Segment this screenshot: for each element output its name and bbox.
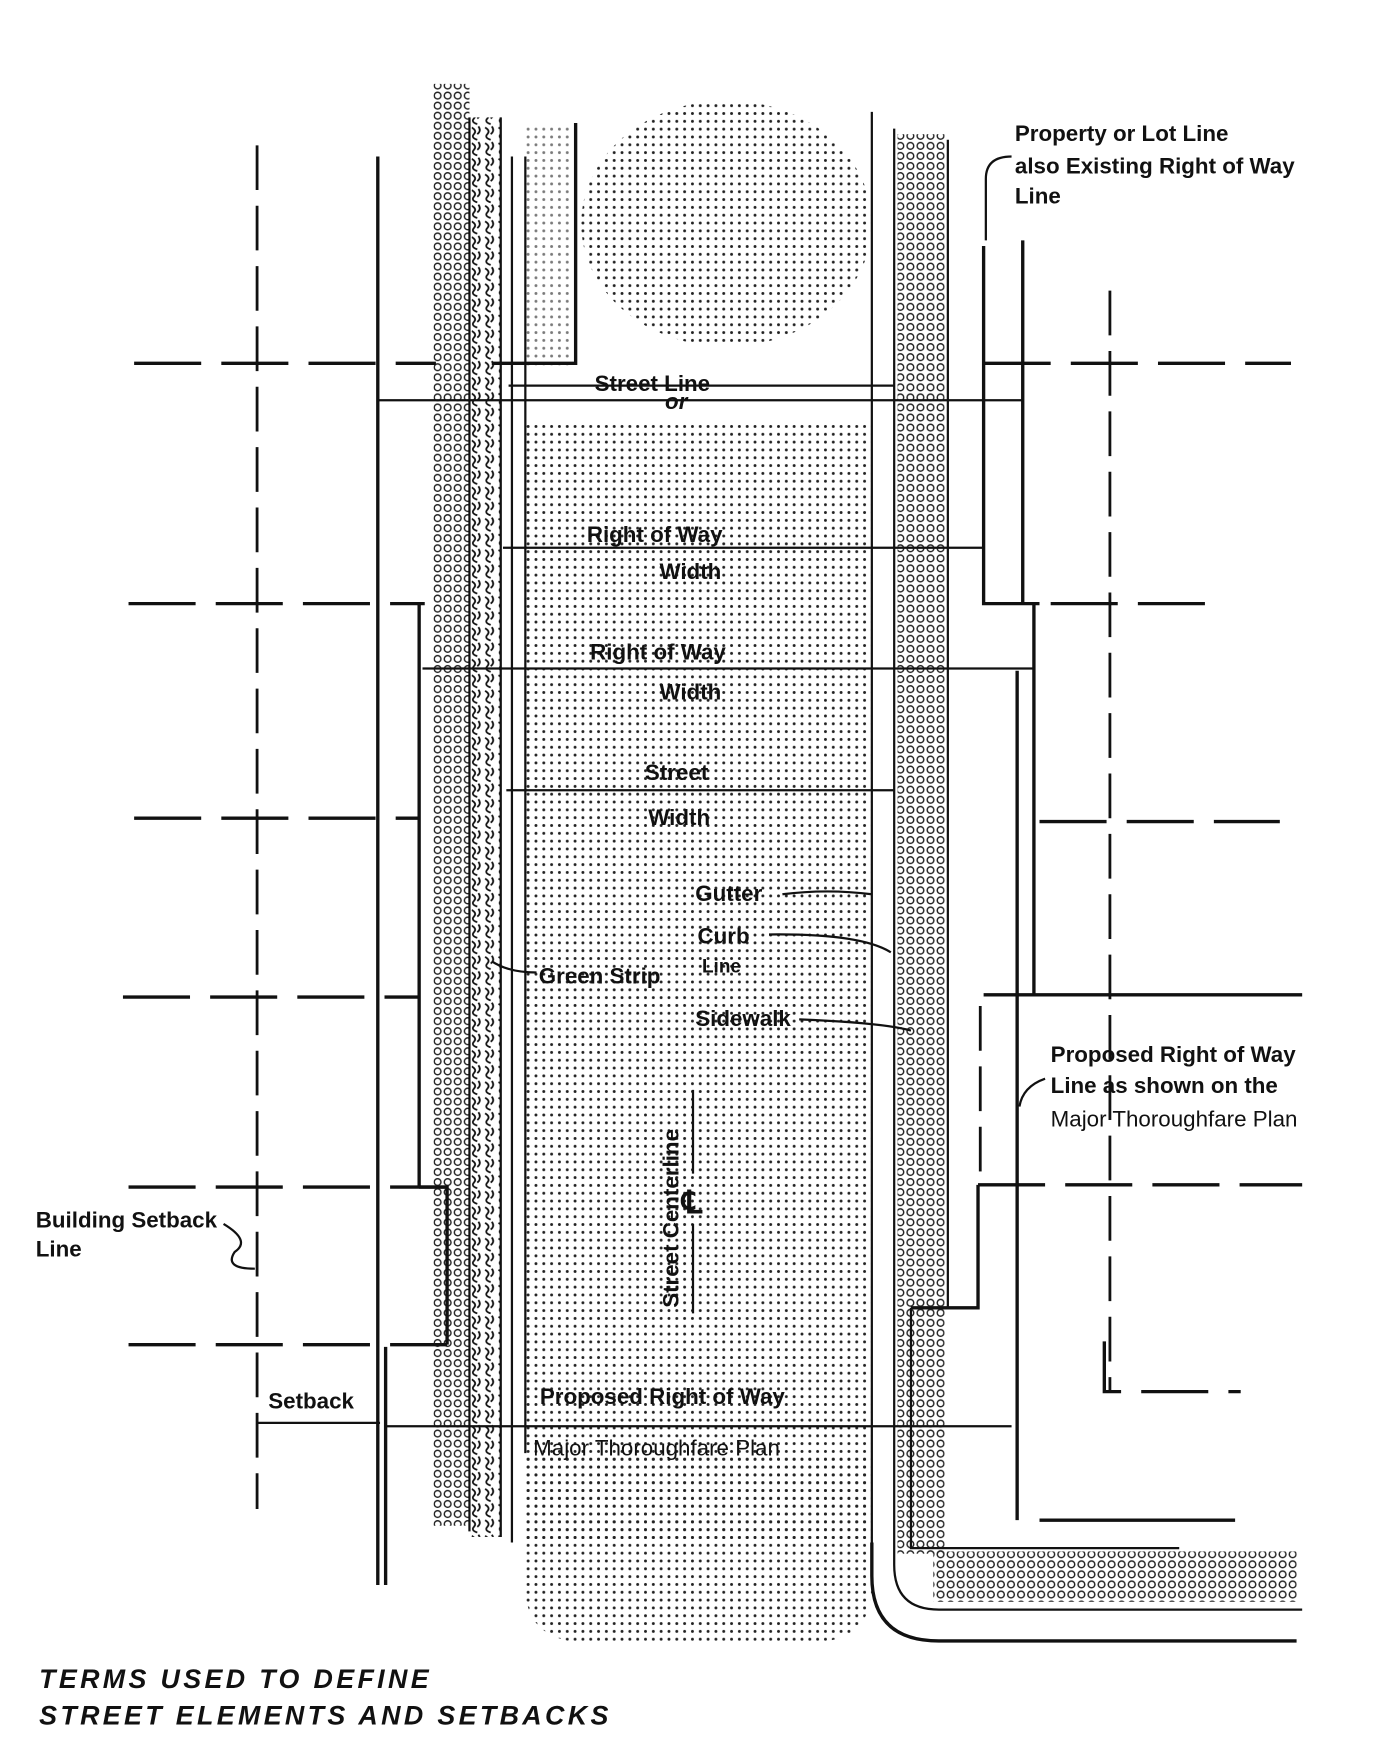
right-lot-lines — [978, 240, 1303, 1522]
property-line-label-2: also Existing Right of Way — [1015, 153, 1295, 178]
green-strip-label: Green Strip — [539, 964, 661, 989]
proposed-line-label-3: Major Thoroughfare Plan — [1051, 1107, 1298, 1132]
major-thoroughfare-label: Major Thoroughfare Plan — [533, 1435, 780, 1460]
curb-line-label-bottom: Line — [702, 956, 741, 977]
gutter-label: Gutter — [695, 881, 762, 906]
row-width-2-top: Right of Way — [590, 640, 726, 665]
row-width-2-bottom: Width — [659, 680, 721, 705]
roadway-surface — [525, 100, 872, 1644]
row-width-1-top: Right of Way — [587, 522, 723, 547]
diagram-title-line-1: TERMS USED TO DEFINE — [39, 1664, 432, 1694]
property-line-label-1: Property or Lot Line — [1015, 121, 1229, 146]
diagram-title-line-2: STREET ELEMENTS AND SETBACKS — [39, 1701, 612, 1731]
street-centerline-label: Street Centerline — [658, 1129, 683, 1308]
left-green-strip — [471, 117, 501, 1537]
proposed-row-label: Proposed Right of Way — [540, 1384, 786, 1409]
or-label: or — [665, 389, 689, 414]
centerline-symbol: ℄ — [680, 1185, 703, 1220]
building-setback-label-1: Building Setback — [36, 1207, 218, 1232]
sidewalk-label: Sidewalk — [695, 1006, 791, 1031]
right-sidewalk — [870, 111, 1303, 1643]
leader-lines — [222, 155, 1046, 1314]
left-lot-lines — [122, 122, 578, 1586]
proposed-line-label-2: Line as shown on the — [1051, 1073, 1278, 1098]
proposed-line-label-1: Proposed Right of Way — [1051, 1042, 1297, 1067]
curb-line-label-top: Curb — [697, 923, 749, 948]
dimension-lines — [257, 384, 1034, 1428]
property-line-label-3: Line — [1015, 183, 1061, 208]
street-width-top: Street — [645, 760, 709, 785]
street-line-label: Street Line — [595, 371, 710, 396]
left-sidewalk — [433, 83, 470, 1526]
setback-label: Setback — [268, 1388, 354, 1413]
street-width-bottom: Width — [648, 805, 710, 830]
building-setback-label-2: Line — [36, 1236, 82, 1261]
row-width-1-bottom: Width — [659, 559, 721, 584]
